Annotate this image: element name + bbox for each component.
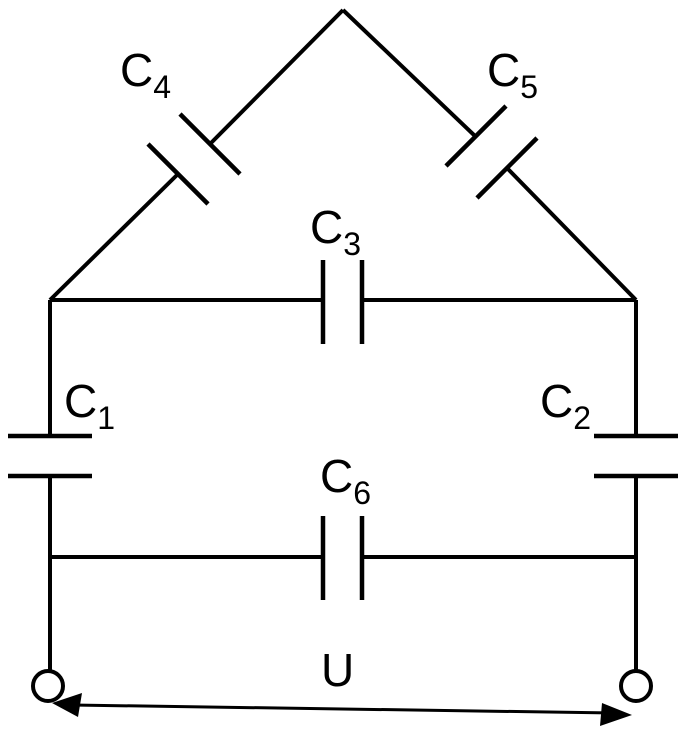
label-c1: C1 xyxy=(64,375,115,436)
wire-c4-lower xyxy=(48,172,180,302)
capacitor-c6 xyxy=(320,516,365,600)
label-c2: C2 xyxy=(540,375,591,436)
label-c5: C5 xyxy=(487,44,538,105)
label-c4: C4 xyxy=(120,44,171,105)
label-c3: C3 xyxy=(310,201,361,262)
voltage-arrow-line xyxy=(71,703,615,715)
capacitor-c3 xyxy=(320,260,365,344)
capacitor-c4 xyxy=(146,112,242,206)
terminal-left xyxy=(31,669,65,703)
label-voltage: U xyxy=(321,644,354,696)
wire-c5-upper xyxy=(341,8,477,138)
voltage-arrowhead-right xyxy=(600,703,632,726)
wire-c5-lower xyxy=(505,166,638,302)
capacitor-c1 xyxy=(8,433,92,479)
terminal-right xyxy=(619,669,653,703)
capacitor-c5 xyxy=(444,104,539,200)
voltage-arrowhead-left xyxy=(52,693,82,717)
label-c6: C6 xyxy=(320,450,371,511)
capacitor-c2 xyxy=(594,433,678,479)
wire-c4-upper xyxy=(208,8,345,146)
